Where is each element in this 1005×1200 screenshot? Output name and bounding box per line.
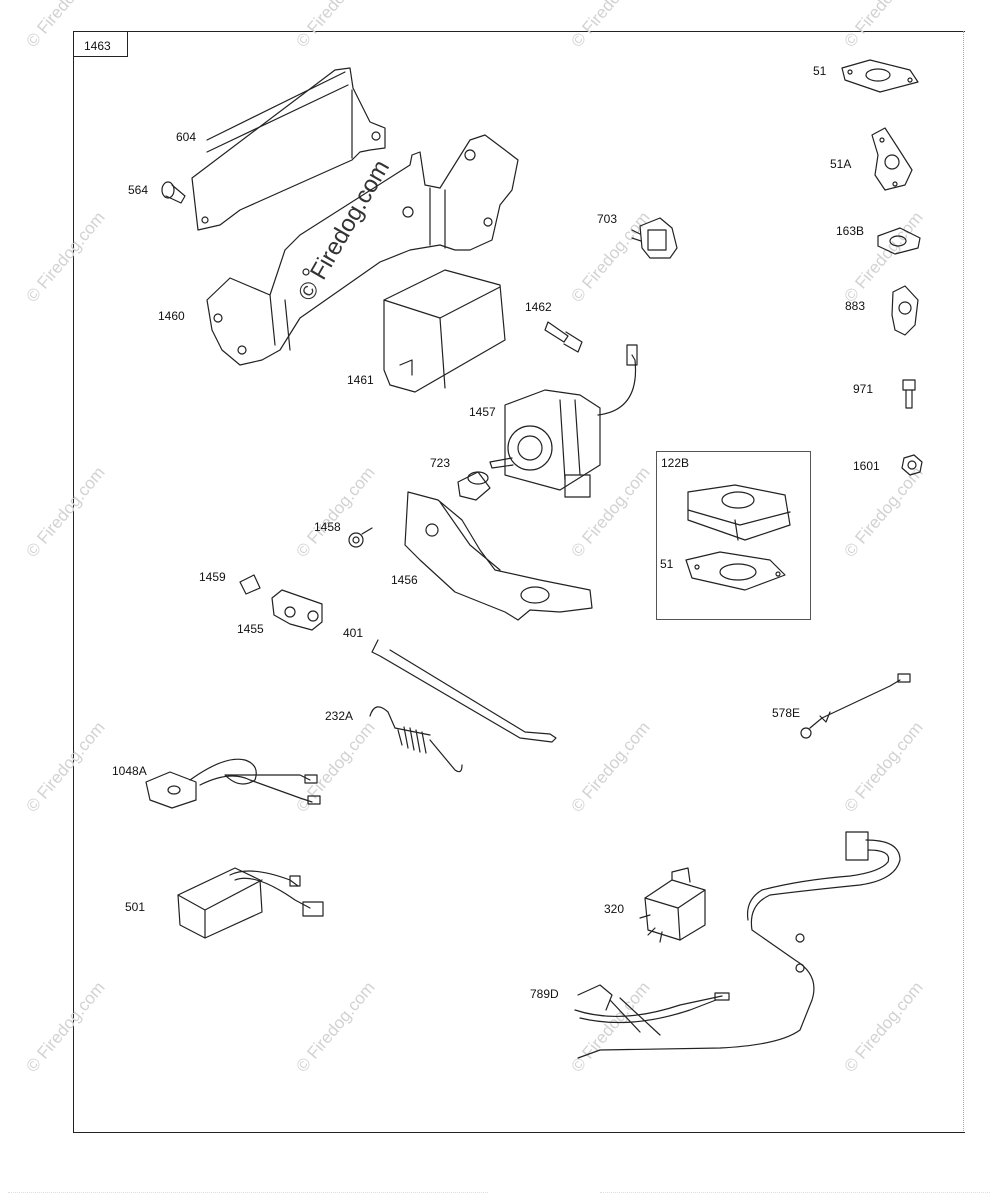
gasket-883-drawing [891, 285, 919, 336]
harness-789d-drawing [574, 831, 901, 1059]
footer-rule-left [8, 1192, 488, 1195]
regulator-501-drawing [177, 867, 324, 939]
relay-320-drawing [639, 867, 706, 943]
module-block-1461-drawing [383, 269, 506, 393]
nut-1601-drawing [901, 454, 923, 476]
part-label: 1458 [314, 520, 341, 534]
diagram-frame [73, 31, 965, 1133]
part-label: 51 [813, 64, 827, 78]
frame-dotted-edge [963, 31, 964, 1131]
bushing-723-drawing [457, 471, 491, 501]
gasket-51-top-drawing [841, 59, 919, 93]
part-label: 122B [661, 456, 690, 470]
part-label: 723 [430, 456, 451, 470]
part-label: 971 [853, 382, 874, 396]
part-label: 1457 [469, 405, 496, 419]
part-label: 51 [660, 557, 674, 571]
part-label: 232A [325, 709, 354, 723]
part-label: 604 [176, 130, 197, 144]
part-label: 1461 [347, 373, 374, 387]
gasket-163b-drawing [877, 227, 921, 255]
bracket-plate-604-drawing [191, 67, 386, 231]
bolt-971-drawing [902, 379, 916, 409]
spacer-122b-drawing [687, 484, 791, 541]
bracket-1460-drawing [206, 134, 519, 366]
part-label: 163B [836, 224, 865, 238]
gasket-51a-drawing [871, 127, 913, 191]
part-label: 401 [343, 626, 364, 640]
part-label: 1456 [391, 573, 418, 587]
part-label: 1048A [112, 764, 147, 778]
inset-box-122b [656, 451, 811, 620]
part-label: 1462 [525, 300, 552, 314]
diagram-id-tab [73, 31, 128, 57]
clip-703-drawing [631, 217, 678, 259]
gasket-51-inset-drawing [685, 551, 786, 591]
part-label: 1459 [199, 570, 226, 584]
diagram-id: 1463 [84, 39, 111, 53]
part-label: 501 [125, 900, 146, 914]
part-label: 883 [845, 299, 866, 313]
part-label: 703 [597, 212, 618, 226]
ground-wire-1048a-drawing [145, 758, 321, 809]
part-label: 1455 [237, 622, 264, 636]
part-label: 1601 [853, 459, 880, 473]
footer-rule-right [600, 1192, 990, 1195]
screw-1458-drawing [348, 527, 373, 548]
bolt-564-drawing [161, 181, 186, 204]
bracket-1456-drawing [404, 491, 593, 621]
part-label: 564 [128, 183, 149, 197]
part-label: 789D [530, 987, 559, 1001]
wire-578e-drawing [800, 673, 911, 739]
bolt-1462-drawing [544, 321, 583, 353]
governor-rod-401-drawing [371, 639, 557, 743]
spring-232a-drawing [369, 706, 463, 773]
part-label: 1460 [158, 309, 185, 323]
part-label: 578E [772, 706, 801, 720]
pin-1459-drawing [239, 574, 261, 595]
link-block-1455-drawing [271, 589, 323, 631]
part-label: 320 [604, 902, 625, 916]
stepper-motor-1457-drawing [489, 344, 638, 498]
part-label: 51A [830, 157, 852, 171]
